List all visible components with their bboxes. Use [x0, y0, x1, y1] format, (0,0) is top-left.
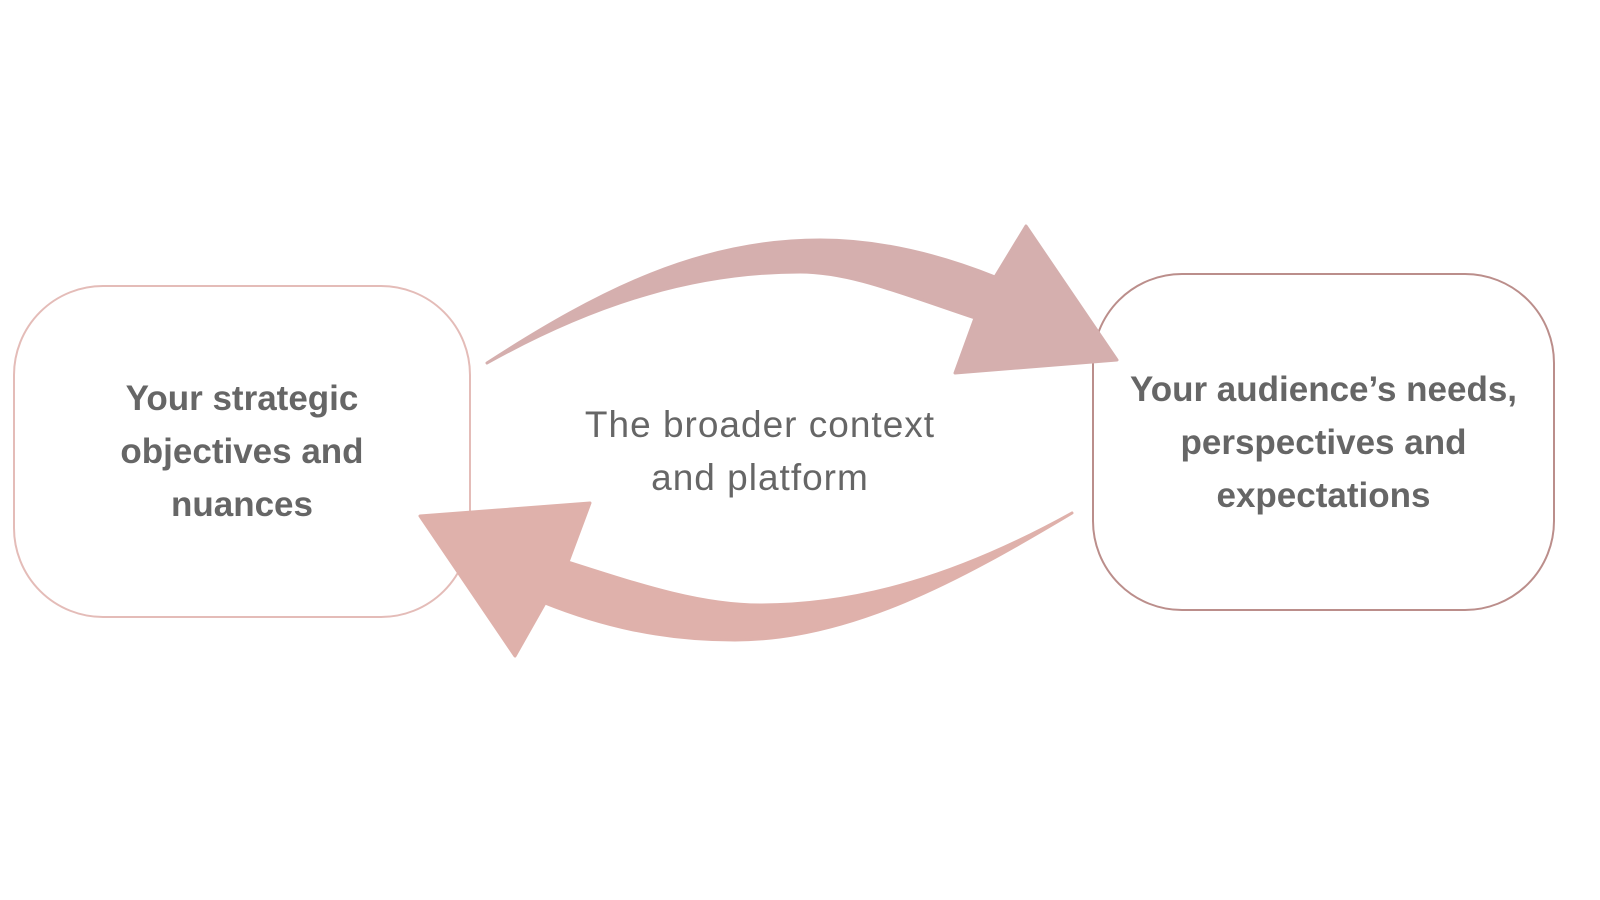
center-line: The broader context [584, 404, 936, 445]
right-box-line: perspectives and [1180, 422, 1467, 462]
top-curved-arrow [485, 224, 1119, 375]
left-box-line: objectives and [120, 432, 364, 471]
bottom-curved-arrow [418, 501, 1074, 658]
strategic-objectives-box: Your strategic objectives and nuances [13, 285, 471, 618]
center-line: and platform [651, 457, 869, 498]
broader-context-label: The broader context and platform [540, 398, 980, 504]
left-box-line: nuances [170, 485, 313, 524]
right-box-line: expectations [1216, 475, 1431, 515]
audience-needs-box: Your audience’s needs, perspectives and … [1092, 273, 1555, 611]
left-box-line: Your strategic [125, 379, 359, 418]
right-box-line: Your audience’s needs, [1129, 369, 1518, 409]
